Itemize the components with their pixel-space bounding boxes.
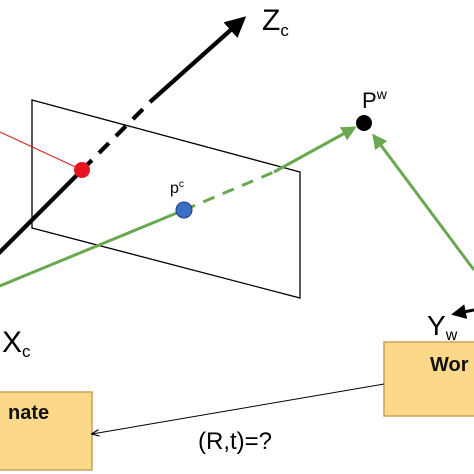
image-plane [31, 99, 301, 299]
green-ray-solid [0, 208, 185, 288]
yw-arrow [451, 304, 474, 320]
pw-label: Pw [362, 86, 388, 113]
green-ray-arrow [273, 126, 357, 174]
transform-arrow [92, 383, 385, 434]
green-ray-dashed [183, 170, 275, 212]
pc-label: pc [170, 179, 184, 197]
zc-label: Zc [262, 4, 289, 40]
world-box-text: Wor [430, 354, 469, 376]
pc-point [175, 201, 193, 219]
zc-axis-dashed [80, 100, 152, 172]
world-vector [372, 133, 474, 271]
camera-coordinate-box [0, 391, 93, 471]
camera-box-text: nate [8, 402, 49, 424]
zc-axis-arrow [148, 16, 247, 104]
world-coordinate-box [383, 341, 474, 417]
xc-label: Xc [2, 326, 31, 361]
red-ray [0, 131, 83, 171]
optical-center-point [74, 162, 90, 178]
transform-label: (R,t)=? [198, 428, 272, 455]
yw-label: Yw [427, 310, 458, 344]
pw-point [356, 115, 372, 131]
zc-axis-solid [0, 168, 84, 255]
